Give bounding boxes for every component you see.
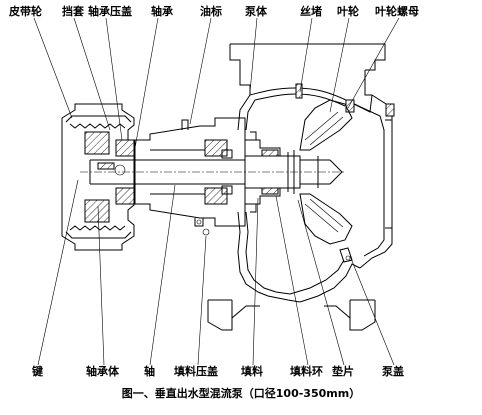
label-bearing-gland: 轴承压盖: [88, 5, 132, 18]
belt-pulley-part: [61, 103, 135, 251]
label-key: 键: [32, 365, 43, 378]
label-oil-mark: 油标: [200, 5, 222, 18]
label-pump-body: 泵体: [245, 5, 267, 18]
impeller-part: [287, 99, 353, 245]
label-shaft: 轴: [144, 365, 155, 378]
stuffing-box-part: [245, 131, 281, 213]
label-impeller-nut: 叶轮螺母: [375, 5, 419, 18]
label-bearing-body: 轴承体: [86, 365, 119, 378]
label-packing-gland: 填料压盖: [174, 365, 218, 378]
label-gasket: 垫片: [332, 365, 354, 378]
pump-casing-part: [207, 43, 395, 331]
pump-cover-part: [339, 119, 392, 263]
label-impeller: 叶轮: [337, 5, 359, 18]
label-packing: 填料: [241, 365, 263, 378]
label-belt-pulley: 皮带轮: [9, 5, 42, 18]
label-bearing: 轴承: [151, 5, 173, 18]
label-retaining-ring: 挡套: [62, 5, 84, 18]
label-pump-cover: 泵盖: [382, 365, 404, 378]
leader-lines: [33, 17, 400, 366]
label-packing-ring: 填料环: [290, 365, 323, 378]
shaft-part: [80, 155, 345, 189]
figure-caption: 图一、垂直出水型混流泵（口径100-350mm）: [121, 387, 361, 400]
label-wire-plug: 丝堵: [300, 5, 322, 18]
bearing-housing-part: [115, 117, 246, 236]
